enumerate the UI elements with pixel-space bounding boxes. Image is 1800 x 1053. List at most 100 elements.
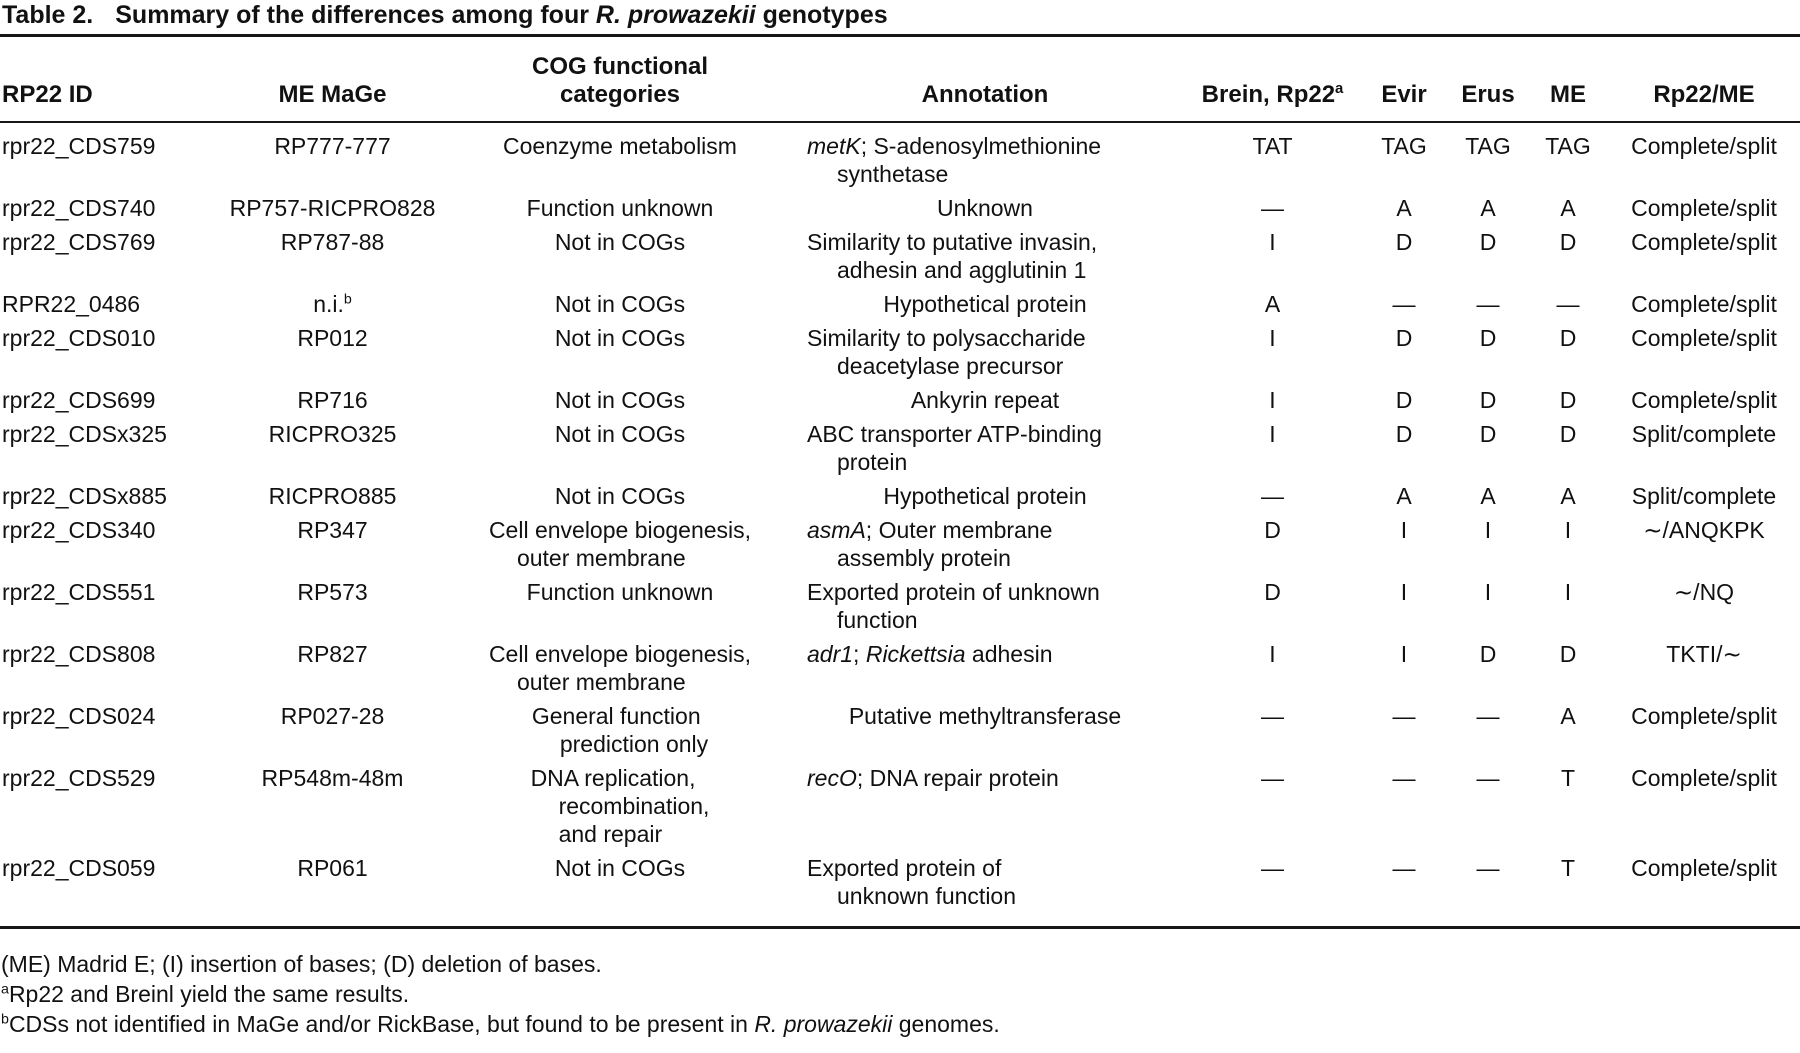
cell-evir: D [1395,229,1413,255]
cell-evir: D [1395,387,1413,413]
cell-cog-functional-categories: Coenzyme metabolism [503,133,737,159]
cell-erus: D [1479,325,1497,351]
cell-brein-rp22: TAT [1252,133,1293,159]
cell-me-mage: RP061 [210,851,455,929]
cell-me-mage: RP012 [297,325,368,351]
cell-cog-functional-categories: Not in COGs [554,421,686,447]
footnote-line: bCDSs not identified in MaGe and/or Rick… [1,1011,1000,1037]
cell-rp22-me: Split/complete [1631,483,1777,509]
cell-rp22-id: rpr22_CDSx885 [2,483,167,509]
cell-me: I [1564,517,1572,543]
column-header-rp22-id: RP22 ID [0,37,210,123]
table-row: rpr22_CDSx325 RICPRO325 Not in COGs ABC tra… [0,417,1800,479]
cell-brein-rp22: I [1269,641,1276,667]
cell-me-mage: RICPRO885 [268,483,397,509]
cell-evir: — [1360,851,1448,929]
cell-erus: I [1484,517,1492,543]
cell-rp22-id: rpr22_CDS769 [2,229,156,255]
cell-erus: I [1484,579,1492,605]
cell-evir: D [1395,325,1413,351]
cell-erus: A [1480,195,1496,221]
cell-cog-functional-categories: Not in COGs [554,291,686,317]
table-row: rpr22_CDS010 RP012 Not in COGs Similarity t… [0,321,1800,383]
cell-annotation: recO; DNA repair protein [807,765,1059,791]
cell-rp22-id: rpr22_CDS024 [2,703,156,729]
cell-rp22-id: rpr22_CDSx325 [2,421,167,447]
cell-brein-rp22: — [1261,195,1284,221]
cell-evir: — [1392,765,1416,791]
cell-rp22-id: rpr22_CDS010 [2,325,156,351]
column-header-brein-rp22: Brein, Rp22a [1185,37,1360,123]
cell-erus: TAG [1465,133,1511,159]
cell-me: — [1556,291,1580,317]
cell-erus: D [1479,387,1497,413]
cell-rp22-me: ∼/ANQKPK [1643,517,1765,543]
cell-rp22-id: rpr22_CDS340 [2,517,156,543]
cell-rp22-me: Complete/split [1631,387,1777,413]
cell-me-mage: RP757-RICPRO828 [229,195,436,221]
cell-erus: D [1479,641,1497,667]
column-header-me-mage: ME MaGe [210,37,455,123]
cell-annotation: adr1; Rickettsia adhesin [807,641,1053,667]
cell-rp22-id: rpr22_CDS808 [2,641,156,667]
cell-evir: I [1400,517,1408,543]
cell-annotation: Putative methyltransferase [848,703,1122,729]
cell-evir: A [1396,483,1412,509]
cell-rp22-id: RPR22_0486 [2,291,141,317]
cell-rp22-me: Split/complete [1631,421,1777,447]
cell-rp22-me: TKTI/∼ [1666,641,1742,667]
cell-annotation: Hypothetical protein [883,483,1087,509]
cell-rp22-me: Complete/split [1608,851,1800,929]
cell-me: D [1559,421,1577,447]
cell-rp22-id: rpr22_CDS529 [2,765,156,791]
cell-me: T [1560,765,1576,791]
cell-rp22-me: Complete/split [1631,325,1777,351]
cell-cog-functional-categories: Not in COGs [554,483,686,509]
cell-cog-functional-categories: Not in COGs [554,229,686,255]
cell-erus: — [1448,851,1528,929]
cell-rp22-me: Complete/split [1631,229,1777,255]
cell-brein-rp22: D [1264,579,1281,605]
cell-me: TAG [1545,133,1591,159]
cell-evir: — [1392,291,1416,317]
cell-me: D [1559,387,1577,413]
cell-me: I [1564,579,1572,605]
cell-me: D [1559,229,1577,255]
cell-annotation: Similarity to putative invasin,adhesin a… [807,229,1098,283]
cell-cog-functional-categories: Function unknown [526,195,714,221]
cell-me-mage: RP827 [297,641,368,667]
cell-brein-rp22: — [1261,483,1284,509]
cell-rp22-id: rpr22_CDS740 [2,195,156,221]
column-header-me: ME [1528,37,1608,123]
cell-brein-rp22: A [1264,291,1281,317]
cell-me-mage: RP573 [297,579,368,605]
cell-me-mage: RP548m-48m [261,765,404,791]
cell-brein-rp22: I [1269,387,1276,413]
cell-me-mage: RP716 [297,387,368,413]
footnote-line: (ME) Madrid E; (I) insertion of bases; (… [1,951,602,977]
cell-me: A [1560,483,1576,509]
cell-brein-rp22: I [1269,325,1276,351]
cell-me-mage: RICPRO325 [268,421,397,447]
cell-erus: A [1480,483,1496,509]
cell-me: T [1528,851,1608,929]
cell-evir: A [1396,195,1412,221]
cell-cog-functional-categories: Not in COGs [554,325,686,351]
cell-erus: — [1476,765,1500,791]
cell-cog-functional-categories: Not in COGs [554,387,686,413]
cell-evir: I [1400,579,1408,605]
table-row: rpr22_CDSx885 RICPRO885 Not in COGs Hypothe… [0,479,1800,513]
column-header-rp22-me: Rp22/ME [1608,37,1800,123]
table-number-label: Table 2. [2,1,94,29]
